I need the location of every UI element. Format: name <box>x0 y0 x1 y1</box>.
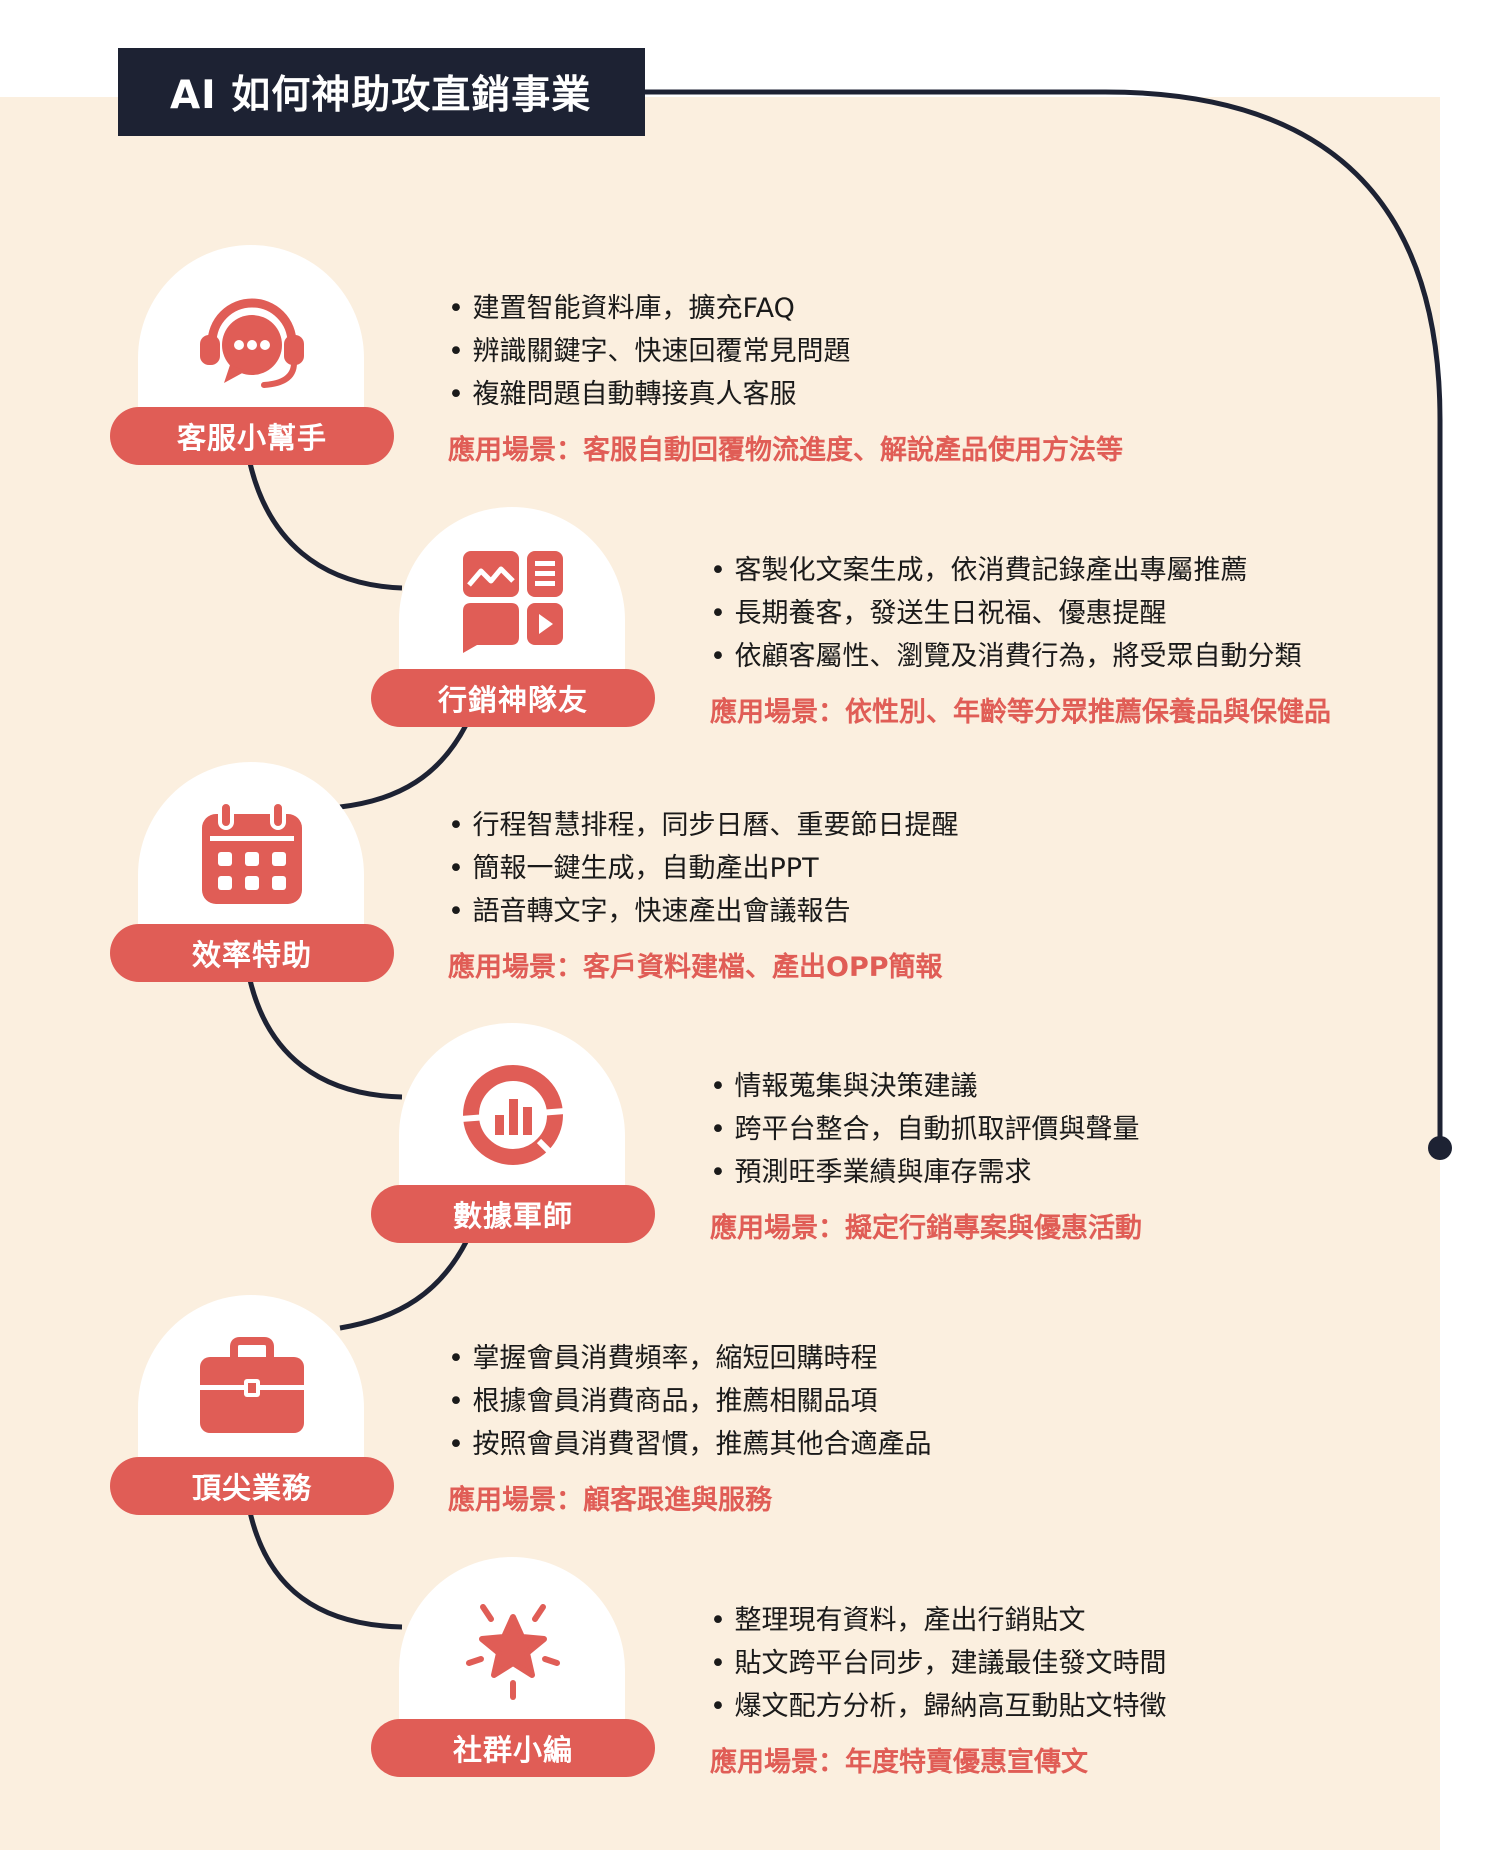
headset-chat-icon <box>194 279 310 395</box>
bullet-item: 行程智慧排程，同步日曆、重要節日提醒 <box>448 804 1148 847</box>
bullet-item: 整理現有資料，產出行銷貼文 <box>710 1599 1410 1642</box>
bullet-item: 跨平台整合，自動抓取評價與聲量 <box>710 1108 1410 1151</box>
section-node-marketing: 行銷神隊友 <box>371 507 657 747</box>
bullet-item: 辨識關鍵字、快速回覆常見問題 <box>448 330 1148 373</box>
section-label: 行銷神隊友 <box>371 669 655 727</box>
scenario-text: 應用場景：顧客跟進與服務 <box>448 1485 772 1516</box>
connector-1-2 <box>247 462 403 591</box>
bullet-item: 依顧客屬性、瀏覽及消費行為，將受眾自動分類 <box>710 635 1410 678</box>
marketing-dashboard-icon <box>455 541 571 657</box>
bullet-item: 簡報一鍵生成，自動產出PPT <box>448 847 1148 890</box>
outer-timeline-line <box>640 89 1443 1148</box>
bullet-item: 貼文跨平台同步，建議最佳發文時間 <box>710 1642 1410 1685</box>
star-burst-icon <box>455 1591 571 1707</box>
scenario-text: 應用場景：客戶資料建檔、產出OPP簡報 <box>448 952 943 983</box>
bullet-item: 建置智能資料庫，擴充FAQ <box>448 287 1148 330</box>
section-info-marketing: 客製化文案生成，依消費記錄產出專屬推薦 長期養客，發送生日祝福、優惠提醒 依顧客… <box>710 549 1410 729</box>
section-label: 客服小幫手 <box>110 407 394 465</box>
bullet-item: 情報蒐集與決策建議 <box>710 1065 1410 1108</box>
section-node-data-strategist: 數據軍師 <box>371 1023 657 1263</box>
bullet-item: 預測旺季業績與庫存需求 <box>710 1151 1410 1194</box>
bullet-item: 根據會員消費商品，推薦相關品項 <box>448 1380 1148 1423</box>
section-info-customer-service: 建置智能資料庫，擴充FAQ 辨識關鍵字、快速回覆常見問題 複雜問題自動轉接真人客… <box>448 287 1148 467</box>
section-label: 數據軍師 <box>371 1185 655 1243</box>
section-info-social-editor: 整理現有資料，產出行銷貼文 貼文跨平台同步，建議最佳發文時間 爆文配方分析，歸納… <box>710 1599 1410 1779</box>
section-node-top-sales: 頂尖業務 <box>110 1295 396 1535</box>
connector-4-5 <box>339 1240 469 1331</box>
bullet-item: 語音轉文字，快速產出會議報告 <box>448 890 1148 933</box>
connector-2-3 <box>339 723 469 810</box>
section-label: 效率特助 <box>110 924 394 982</box>
scenario-text: 應用場景：依性別、年齡等分眾推薦保養品與保健品 <box>710 697 1331 728</box>
bullet-item: 按照會員消費習慣，推薦其他合適產品 <box>448 1423 1148 1466</box>
scenario-text: 應用場景：客服自動回覆物流進度、解說產品使用方法等 <box>448 435 1123 466</box>
bullet-item: 客製化文案生成，依消費記錄產出專屬推薦 <box>710 549 1410 592</box>
briefcase-icon <box>194 1329 310 1445</box>
section-info-efficiency: 行程智慧排程，同步日曆、重要節日提醒 簡報一鍵生成，自動產出PPT 語音轉文字，… <box>448 804 1148 984</box>
section-node-efficiency: 效率特助 <box>110 762 396 1002</box>
page-title: AI 如何神助攻直銷事業 <box>118 48 645 136</box>
connector-5-6 <box>247 1511 403 1630</box>
scenario-text: 應用場景：擬定行銷專案與優惠活動 <box>710 1213 1142 1244</box>
section-label: 頂尖業務 <box>110 1457 394 1515</box>
section-info-data-strategist: 情報蒐集與決策建議 跨平台整合，自動抓取評價與聲量 預測旺季業績與庫存需求 應用… <box>710 1065 1410 1245</box>
bullet-item: 爆文配方分析，歸納高互動貼文特徵 <box>710 1685 1410 1728</box>
connector-3-4 <box>247 979 403 1100</box>
section-node-customer-service: 客服小幫手 <box>110 245 396 485</box>
bullet-item: 複雜問題自動轉接真人客服 <box>448 373 1148 416</box>
timeline-end-dot <box>1428 1136 1452 1160</box>
section-info-top-sales: 掌握會員消費頻率，縮短回購時程 根據會員消費商品，推薦相關品項 按照會員消費習慣… <box>448 1337 1148 1517</box>
section-label: 社群小編 <box>371 1719 655 1777</box>
bullet-item: 長期養客，發送生日祝福、優惠提醒 <box>710 592 1410 635</box>
bullet-item: 掌握會員消費頻率，縮短回購時程 <box>448 1337 1148 1380</box>
analytics-chart-icon <box>455 1057 571 1173</box>
calendar-icon <box>194 796 310 912</box>
section-node-social-editor: 社群小編 <box>371 1557 657 1797</box>
scenario-text: 應用場景：年度特賣優惠宣傳文 <box>710 1747 1088 1778</box>
